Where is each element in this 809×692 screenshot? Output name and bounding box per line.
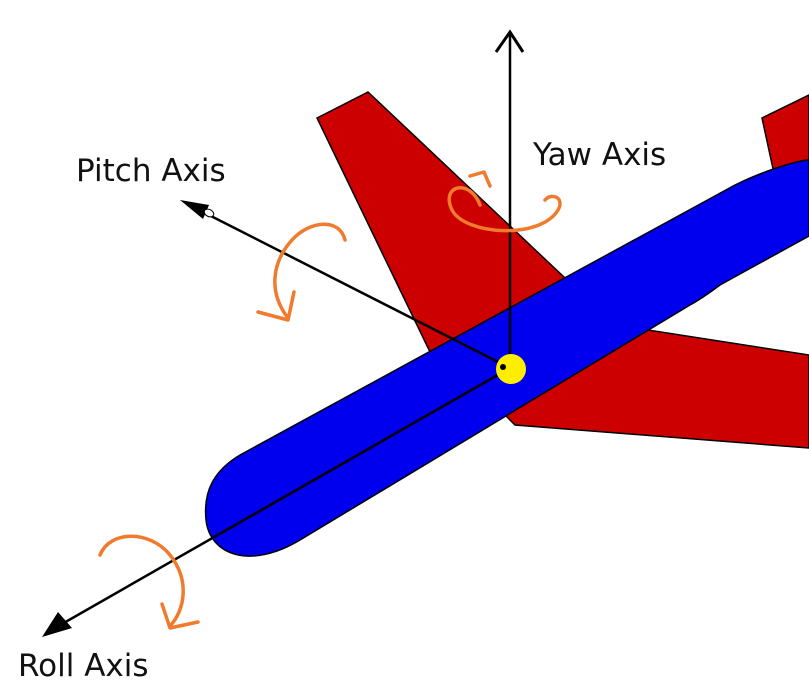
pitch-axis-line xyxy=(204,211,511,370)
yaw-rotation-arrow-icon xyxy=(447,186,562,233)
yaw-axis-label: Yaw Axis xyxy=(532,137,666,173)
roll-axis-arrowhead xyxy=(42,612,72,637)
pitch-axis-label: Pitch Axis xyxy=(76,153,226,189)
roll-rotation-arrow-icon xyxy=(98,534,185,628)
roll-axis-line xyxy=(61,366,511,626)
pitch-axis-arrowhead xyxy=(180,200,209,219)
yaw-axis-arrowhead xyxy=(494,29,525,53)
pitch-rotation-arrow-icon xyxy=(273,222,347,320)
tail-fin xyxy=(761,94,809,179)
roll-axis-label: Roll Axis xyxy=(18,648,149,684)
center-of-gravity-dot xyxy=(496,354,526,384)
